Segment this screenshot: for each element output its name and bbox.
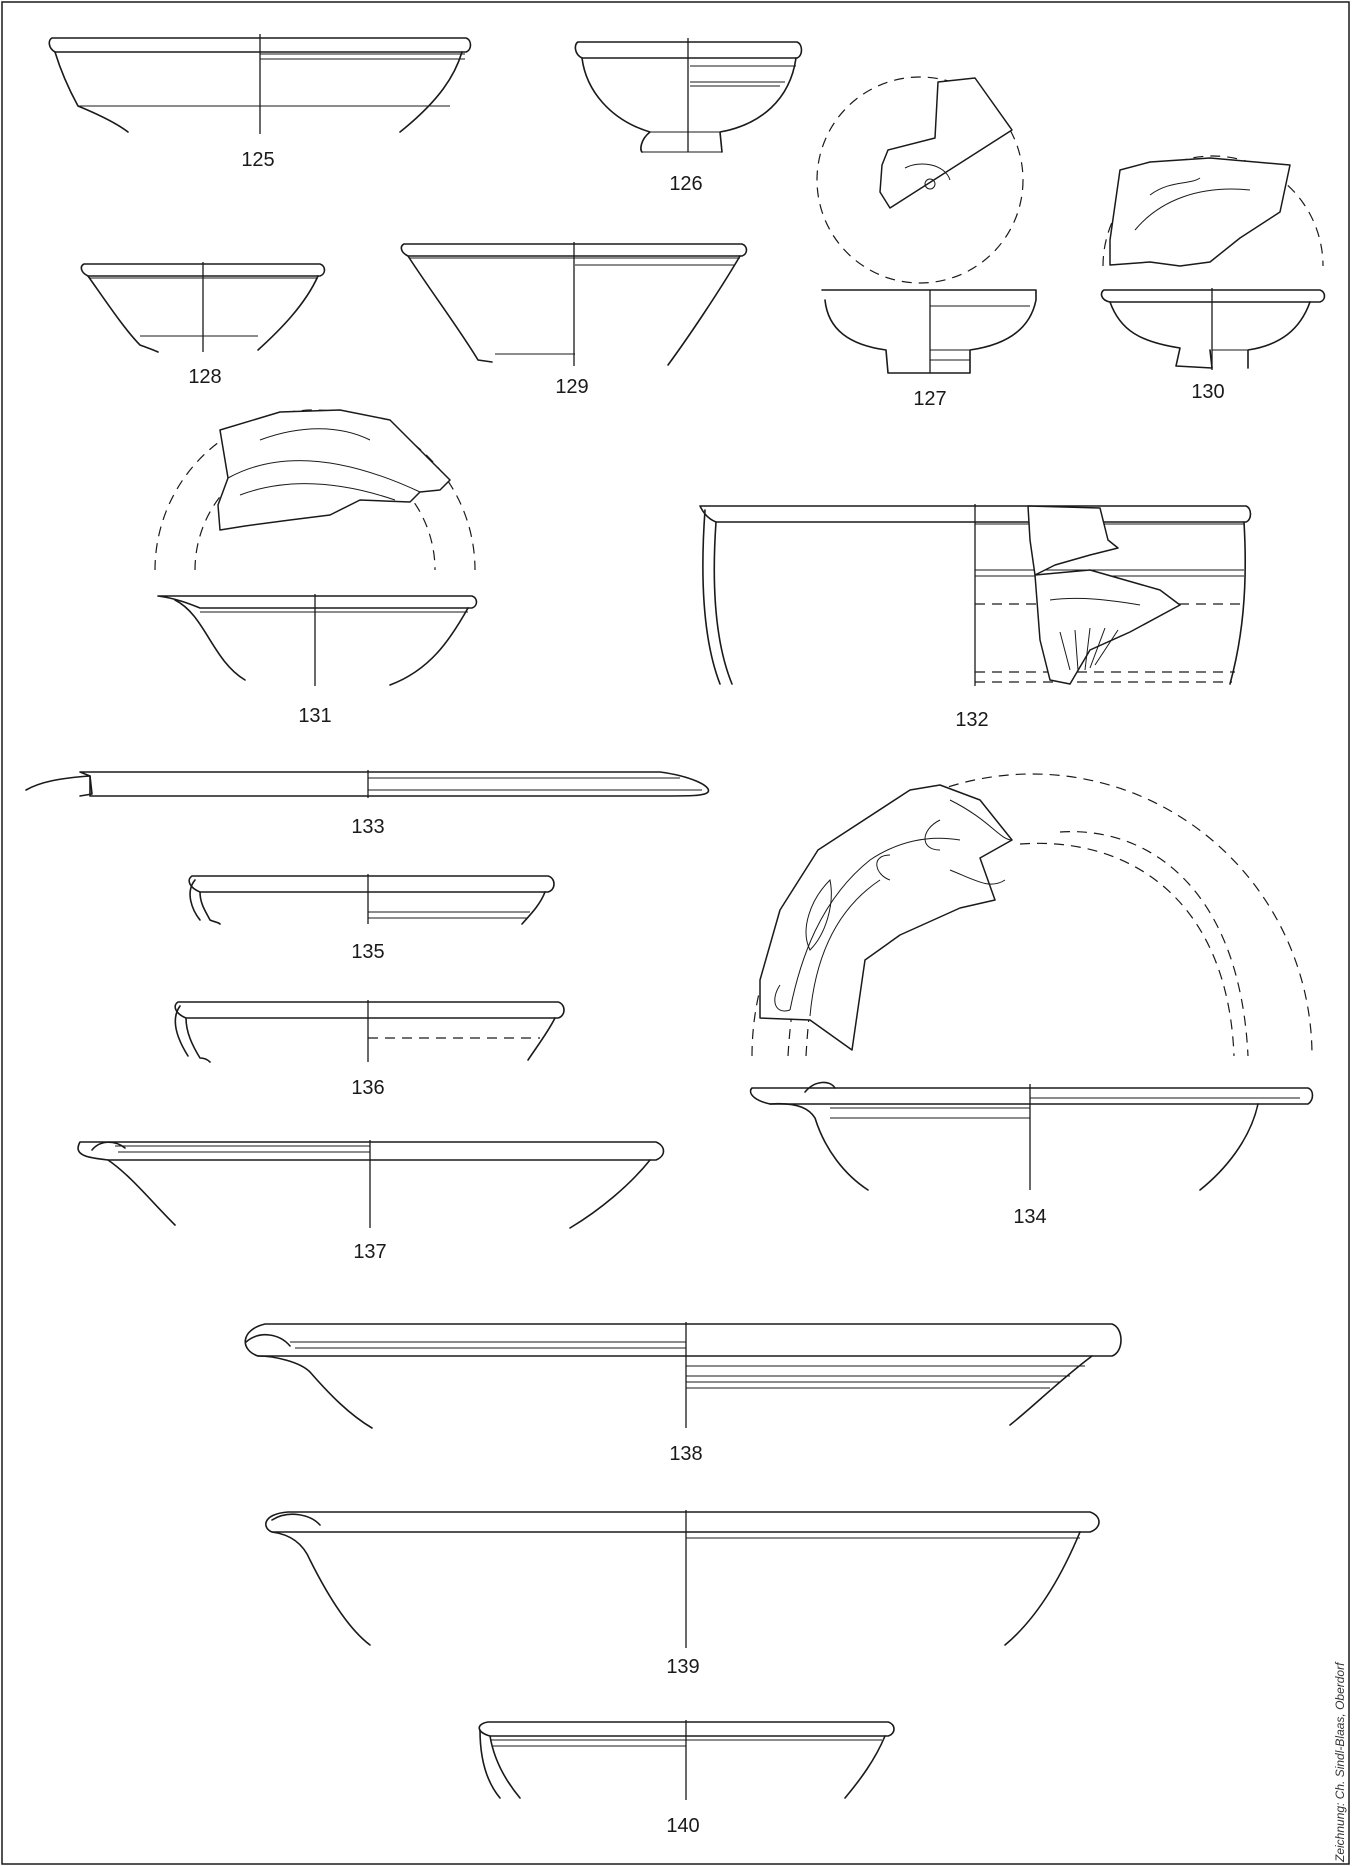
vessel-133 <box>25 770 710 798</box>
label-125: 125 <box>241 149 274 171</box>
vessel-129 <box>400 242 748 366</box>
vessel-138 <box>244 1322 1122 1429</box>
vessel-125 <box>48 34 472 134</box>
label-134: 134 <box>1013 1206 1046 1228</box>
vessel-136 <box>174 1000 565 1063</box>
label-138: 138 <box>669 1443 702 1465</box>
label-139: 139 <box>666 1656 699 1678</box>
label-140: 140 <box>666 1815 699 1837</box>
vessel-134 <box>749 773 1314 1191</box>
label-136: 136 <box>351 1077 384 1099</box>
drawing-credit: Zeichnung: Ch. Sindl-Blaas, Oberdorf <box>1333 1661 1347 1863</box>
label-126: 126 <box>669 173 702 195</box>
label-137: 137 <box>353 1241 386 1263</box>
vessel-132 <box>699 504 1252 686</box>
vessel-140 <box>478 1720 895 1800</box>
label-133: 133 <box>351 816 384 838</box>
vessel-128 <box>80 262 326 353</box>
label-130: 130 <box>1191 381 1224 403</box>
label-132: 132 <box>955 709 988 731</box>
vessel-135 <box>188 874 555 925</box>
vessel-131 <box>154 409 478 686</box>
vessel-130 <box>1100 155 1326 370</box>
vessel-127 <box>816 76 1037 374</box>
label-131: 131 <box>298 705 331 727</box>
vessel-137 <box>77 1140 665 1229</box>
label-128: 128 <box>188 366 221 388</box>
vessel-139 <box>265 1510 1100 1648</box>
label-129: 129 <box>555 376 588 398</box>
vessel-126 <box>574 38 803 153</box>
label-127: 127 <box>913 388 946 410</box>
label-135: 135 <box>351 941 384 963</box>
